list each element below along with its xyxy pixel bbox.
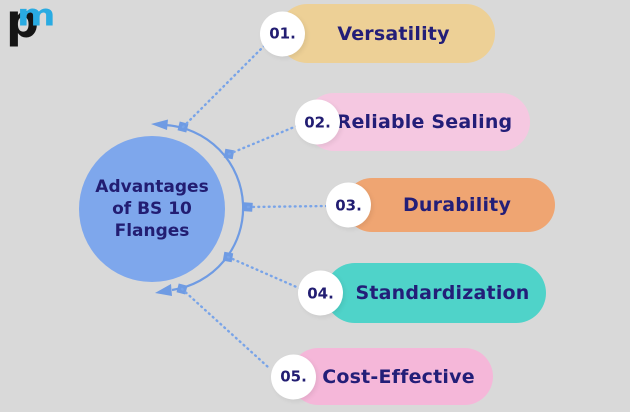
pill-label-durability: Durability	[402, 194, 512, 216]
dotted-line-5	[180, 287, 270, 369]
number-badge-4-text: 04.	[307, 284, 334, 302]
number-badge-2-text: 02.	[304, 113, 331, 131]
arrowhead-top-icon	[151, 119, 168, 130]
arrowhead-bottom-icon	[155, 284, 172, 296]
dotted-line-2	[227, 123, 301, 156]
pill-durability: 03. Durability	[326, 178, 555, 232]
dotted-line-4	[226, 255, 303, 291]
number-badge-3: 03.	[326, 182, 371, 228]
pill-cost-effective: 05. Cost-Effective	[271, 348, 493, 405]
logo-letter-p-icon: p	[6, 0, 39, 48]
pill-reliable-sealing: 02. Reliable Sealing	[295, 93, 530, 151]
pipingmart-logo: p m	[6, 0, 64, 52]
number-badge-4: 04.	[298, 270, 343, 316]
center-topic-circle: Advantages of BS 10 Flanges	[79, 136, 225, 282]
number-badge-1-text: 01.	[269, 24, 296, 43]
number-badge-2: 02.	[295, 99, 340, 145]
pill-label-cost-effective: Cost-Effective	[322, 365, 475, 388]
pill-standardization: 04. Standardization	[298, 263, 546, 323]
number-badge-5: 05.	[271, 354, 316, 399]
logo-letter-m-icon: m	[17, 0, 56, 33]
arc-path	[164, 123, 245, 292]
pill-versatility: 01. Versatility	[260, 4, 495, 63]
dotted-line-1	[181, 44, 266, 129]
center-topic-title: Advantages of BS 10 Flanges	[95, 176, 209, 242]
number-badge-3-text: 03.	[335, 196, 362, 214]
dotted-connectors	[180, 44, 332, 369]
pill-label-standardization: Standardization	[355, 282, 530, 304]
number-badge-1: 01.	[260, 11, 305, 56]
number-badge-5-text: 05.	[280, 367, 307, 386]
pill-label-versatility: Versatility	[337, 22, 450, 45]
dotted-line-3	[246, 204, 332, 209]
pill-label-reliable-sealing: Reliable Sealing	[336, 111, 513, 133]
